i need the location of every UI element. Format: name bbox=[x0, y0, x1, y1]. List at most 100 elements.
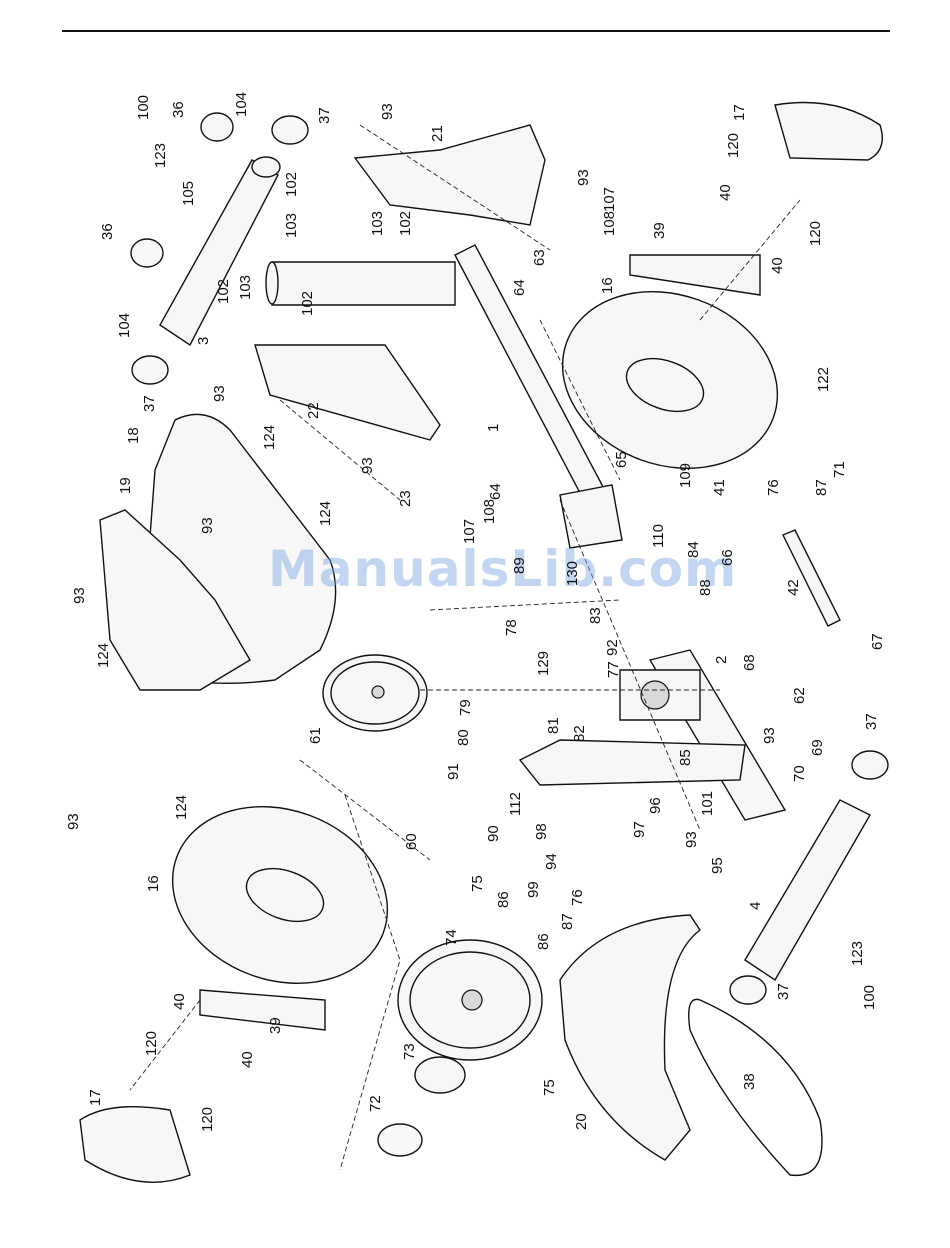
callout-label: 70 bbox=[791, 765, 808, 782]
callout-label: 39 bbox=[651, 222, 668, 239]
callout-label: 109 bbox=[677, 463, 694, 488]
rear-stabilizer bbox=[729, 750, 889, 1005]
callout-label: 88 bbox=[697, 579, 714, 596]
callout-label: 104 bbox=[116, 313, 133, 338]
callout-label: 71 bbox=[831, 461, 848, 478]
callout-label: 23 bbox=[397, 490, 414, 507]
callout-label: 93 bbox=[761, 727, 778, 744]
callout-label: 82 bbox=[571, 725, 588, 742]
callout-label: 120 bbox=[725, 133, 742, 158]
callout-label: 75 bbox=[541, 1079, 558, 1096]
callout-label: 61 bbox=[307, 727, 324, 744]
shroud-19 bbox=[99, 509, 251, 691]
callout-label: 101 bbox=[699, 791, 716, 816]
callout-label: 84 bbox=[685, 541, 702, 558]
flywheel bbox=[322, 654, 428, 732]
callout-label: 36 bbox=[170, 101, 187, 118]
callout-label: 75 bbox=[469, 875, 486, 892]
callout-label: 93 bbox=[359, 457, 376, 474]
callout-label: 120 bbox=[199, 1107, 216, 1132]
callout-label: 102 bbox=[215, 279, 232, 304]
callout-label: 64 bbox=[511, 279, 528, 296]
mounting-plate-top bbox=[629, 254, 761, 296]
callout-label: 40 bbox=[171, 993, 188, 1010]
callout-label: 93 bbox=[65, 813, 82, 830]
callout-label: 104 bbox=[233, 92, 250, 117]
callout-label: 74 bbox=[443, 929, 460, 946]
side-disc-right bbox=[561, 291, 779, 469]
callout-label: 124 bbox=[261, 425, 278, 450]
assembly-lines bbox=[129, 124, 801, 1171]
callout-label: 103 bbox=[237, 275, 254, 300]
callout-label: 86 bbox=[495, 891, 512, 908]
callout-label: 100 bbox=[861, 985, 878, 1010]
callout-label: 107 bbox=[461, 519, 478, 544]
callout-label: 17 bbox=[87, 1089, 104, 1106]
callout-label: 66 bbox=[719, 549, 736, 566]
drive-pulley bbox=[397, 939, 543, 1061]
callout-label: 102 bbox=[299, 291, 316, 316]
callout-label: 108 bbox=[481, 499, 498, 524]
main-frame bbox=[454, 244, 623, 549]
mounting-plate-bottom bbox=[199, 989, 326, 1031]
callout-label: 40 bbox=[717, 184, 734, 201]
shroud-20 bbox=[559, 914, 701, 1161]
callout-label: 86 bbox=[535, 933, 552, 950]
callout-label: 107 bbox=[601, 187, 618, 212]
seat-cover bbox=[353, 124, 546, 226]
callout-label: 80 bbox=[455, 729, 472, 746]
watermark: ManualsLib.com bbox=[268, 540, 738, 598]
callout-label: 20 bbox=[573, 1113, 590, 1130]
hub-assembly bbox=[377, 1056, 466, 1157]
callout-label: 4 bbox=[747, 902, 764, 910]
bracket-77 bbox=[619, 669, 701, 721]
callout-label: 68 bbox=[741, 654, 758, 671]
callout-label: 122 bbox=[815, 367, 832, 392]
callout-label: 37 bbox=[863, 713, 880, 730]
callout-label: 102 bbox=[283, 172, 300, 197]
seat-frame bbox=[254, 344, 441, 441]
callout-label: 62 bbox=[791, 687, 808, 704]
callout-label: 93 bbox=[575, 169, 592, 186]
callout-label: 76 bbox=[765, 479, 782, 496]
callout-label: 124 bbox=[95, 643, 112, 668]
callout-label: 19 bbox=[117, 477, 134, 494]
callout-label: 94 bbox=[543, 853, 560, 870]
callout-label: 37 bbox=[141, 395, 158, 412]
callout-label: 93 bbox=[211, 385, 228, 402]
callout-label: 18 bbox=[125, 427, 142, 444]
callout-label: 22 bbox=[305, 402, 322, 419]
callout-label: 103 bbox=[369, 211, 386, 236]
callout-label: 87 bbox=[813, 479, 830, 496]
callout-label: 93 bbox=[683, 831, 700, 848]
callout-label: 102 bbox=[397, 211, 414, 236]
callout-label: 83 bbox=[587, 607, 604, 624]
callout-label: 93 bbox=[71, 587, 88, 604]
callout-label: 40 bbox=[239, 1051, 256, 1068]
callout-label: 124 bbox=[173, 795, 190, 820]
callout-label: 99 bbox=[525, 881, 542, 898]
callout-label: 81 bbox=[545, 717, 562, 734]
callout-label: 95 bbox=[709, 857, 726, 874]
callout-label: 108 bbox=[601, 211, 618, 236]
callout-label: 100 bbox=[135, 95, 152, 120]
callout-label: 16 bbox=[145, 875, 162, 892]
callout-label: 91 bbox=[445, 763, 462, 780]
callout-label: 123 bbox=[152, 143, 169, 168]
callout-label: 130 bbox=[564, 561, 581, 586]
callout-label: 89 bbox=[511, 557, 528, 574]
callout-label: 78 bbox=[503, 619, 520, 636]
callout-label: 124 bbox=[317, 501, 334, 526]
callout-label: 37 bbox=[775, 983, 792, 1000]
callout-label: 38 bbox=[741, 1073, 758, 1090]
callout-label: 63 bbox=[531, 249, 548, 266]
end-cap-top bbox=[774, 101, 883, 161]
callout-label: 42 bbox=[785, 579, 802, 596]
side-disc-left bbox=[171, 806, 389, 984]
crank-arm bbox=[782, 529, 841, 627]
callout-label: 60 bbox=[403, 833, 420, 850]
callout-label: 16 bbox=[599, 277, 616, 294]
callout-label: 92 bbox=[604, 639, 621, 656]
callout-label: 129 bbox=[535, 651, 552, 676]
